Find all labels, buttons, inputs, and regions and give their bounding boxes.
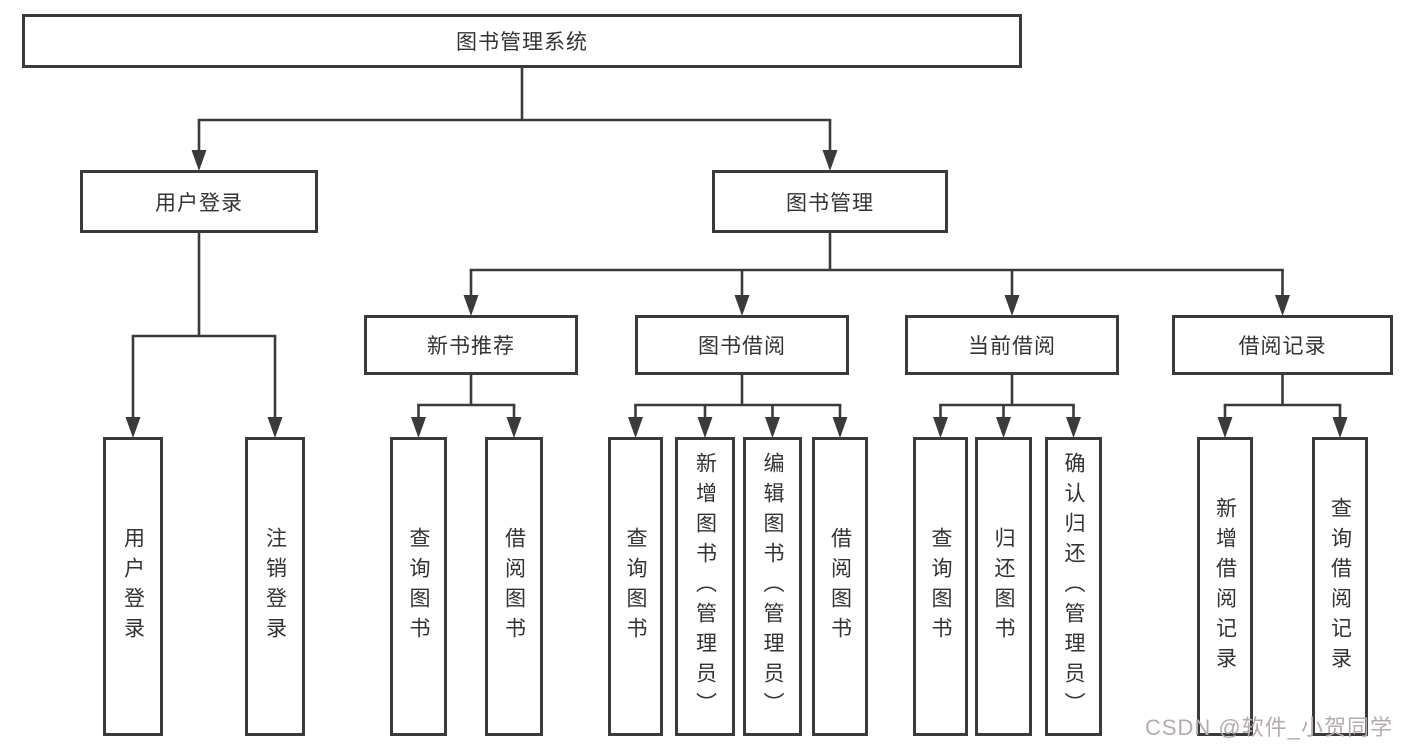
arrowhead-icon bbox=[628, 417, 643, 438]
node-br-add: 新增借阅记录 bbox=[1197, 437, 1253, 736]
node-label: 图书借阅 bbox=[698, 335, 786, 358]
arrowhead-icon bbox=[996, 417, 1011, 438]
node-label: 查询图书 bbox=[407, 526, 430, 647]
arrowhead-icon bbox=[1066, 417, 1081, 438]
arrowhead-icon bbox=[1275, 295, 1290, 316]
node-login: 用户登录 bbox=[103, 437, 163, 736]
node-label: 查询图书 bbox=[929, 526, 952, 647]
node-label: 编辑图书（管理员） bbox=[761, 451, 784, 722]
node-cb-confirm: 确认归还（管理员） bbox=[1045, 437, 1102, 736]
node-borrow-records: 借阅记录 bbox=[1172, 315, 1393, 375]
node-label: 新增图书（管理员） bbox=[693, 451, 717, 722]
node-label: 查询借阅记录 bbox=[1328, 496, 1352, 677]
node-new-book-rec: 新书推荐 bbox=[364, 315, 578, 375]
node-br-query: 查询借阅记录 bbox=[1312, 437, 1368, 736]
node-bb-query: 查询图书 bbox=[608, 437, 663, 736]
arrowhead-icon bbox=[506, 417, 522, 438]
arrowhead-icon bbox=[411, 417, 426, 438]
node-label: 借阅图书 bbox=[502, 526, 526, 647]
node-bb-edit: 编辑图书（管理员） bbox=[743, 437, 802, 736]
node-nbr-borrow: 借阅图书 bbox=[485, 437, 543, 736]
watermark: CSDN @软件_小贺同学 bbox=[1144, 715, 1393, 740]
node-label: 确认归还（管理员） bbox=[1062, 451, 1085, 722]
node-bb-add: 新增图书（管理员） bbox=[675, 437, 735, 736]
node-label: 借阅图书 bbox=[828, 526, 852, 647]
node-label: 借阅记录 bbox=[1238, 335, 1327, 358]
node-label: 归还图书 bbox=[992, 526, 1015, 647]
node-label: 用户登录 bbox=[155, 191, 243, 215]
arrowhead-icon bbox=[734, 295, 750, 316]
node-label: 用户登录 bbox=[121, 526, 145, 647]
arrowhead-icon bbox=[765, 417, 780, 438]
arrowhead-icon bbox=[191, 150, 207, 171]
node-label: 图书管理 bbox=[786, 191, 874, 215]
node-label: 图书管理系统 bbox=[456, 31, 588, 54]
node-current-borrow: 当前借阅 bbox=[905, 315, 1119, 375]
arrowhead-icon bbox=[267, 417, 283, 438]
node-user-login: 用户登录 bbox=[80, 170, 318, 233]
arrowhead-icon bbox=[125, 417, 141, 438]
node-label: 查询图书 bbox=[624, 526, 647, 647]
arrowhead-icon bbox=[832, 417, 848, 438]
node-cb-return: 归还图书 bbox=[975, 437, 1032, 736]
arrowhead-icon bbox=[1004, 295, 1020, 316]
node-label: 新增借阅记录 bbox=[1213, 496, 1237, 677]
arrowhead-icon bbox=[697, 417, 713, 438]
node-label: 当前借阅 bbox=[968, 335, 1056, 358]
node-label: 新书推荐 bbox=[427, 335, 515, 358]
arrowhead-icon bbox=[822, 150, 838, 171]
node-root: 图书管理系统 bbox=[22, 14, 1022, 68]
node-logout: 注销登录 bbox=[245, 437, 305, 736]
arrowhead-icon bbox=[933, 417, 948, 438]
node-label: 注销登录 bbox=[263, 526, 287, 647]
node-book-mgmt: 图书管理 bbox=[712, 170, 948, 233]
node-nbr-query: 查询图书 bbox=[390, 437, 447, 736]
node-book-borrow: 图书借阅 bbox=[635, 315, 849, 375]
node-cb-query: 查询图书 bbox=[913, 437, 968, 736]
node-bb-borrow: 借阅图书 bbox=[812, 437, 868, 736]
arrowhead-icon bbox=[1217, 417, 1233, 438]
arrowhead-icon bbox=[1332, 417, 1348, 438]
arrowhead-icon bbox=[463, 295, 479, 316]
